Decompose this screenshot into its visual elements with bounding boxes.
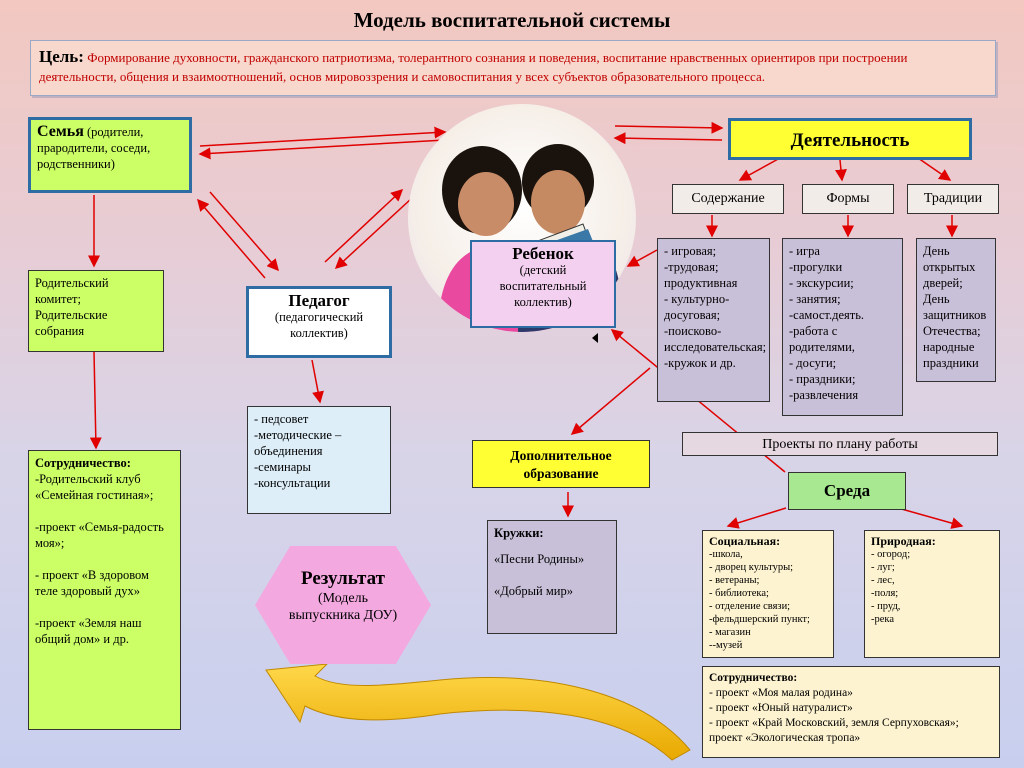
goal-box: Цель: Формирование духовности, гражданск… xyxy=(30,40,996,96)
natural-environment-box: Природная: - огород; - луг; - лес, -поля… xyxy=(864,530,1000,658)
result-heading: Результат xyxy=(301,568,385,589)
arrow-env-to-social xyxy=(726,507,787,529)
content-list-box: - игровая; -трудовая; продуктивная - кул… xyxy=(657,238,770,402)
teacher-forms-box: - педсовет -методические – объединения -… xyxy=(247,406,391,514)
forms-list-box: - игра -прогулки - экскурсии; - занятия;… xyxy=(782,238,903,416)
social-environment-box: Социальная: -школа, - дворец культуры; -… xyxy=(702,530,834,658)
clubs-list: «Песни Родины» «Добрый мир» xyxy=(494,552,585,598)
child-sub: (детский воспитательный коллектив) xyxy=(499,263,587,309)
arrow-activity-to-child xyxy=(613,132,723,145)
arrow-teacher-to-family xyxy=(197,198,266,279)
cooperation-environment-list: - проект «Моя малая родина» - проект «Юн… xyxy=(709,687,959,744)
arrow-activity-to-content xyxy=(738,157,781,181)
arrow-committee-to-cooperation xyxy=(89,351,102,450)
traditions-label-box: Традиции xyxy=(907,184,999,214)
arrow-env-to-natural xyxy=(897,507,964,529)
clubs-heading: Кружки: xyxy=(494,526,544,540)
page-title: Модель воспитательной системы xyxy=(353,8,671,32)
social-heading: Социальная: xyxy=(709,534,781,548)
content-label-box: Содержание xyxy=(672,184,784,214)
social-list: -школа, - дворец культуры; - ветераны; -… xyxy=(709,549,810,651)
teacher-sub: (педагогический коллектив) xyxy=(274,310,364,340)
family-text: (родители, прародители, соседи, родствен… xyxy=(37,125,151,171)
arrow-activity-to-forms xyxy=(834,159,847,182)
small-pointer-icon xyxy=(592,333,598,343)
big-return-arrow xyxy=(265,663,691,761)
goal-label: Цель: xyxy=(39,47,84,66)
arrow-child-to-activity xyxy=(614,121,724,134)
child-box: Ребенок (детский воспитательный коллекти… xyxy=(470,240,616,328)
teacher-heading: Педагог xyxy=(288,291,350,310)
teacher-box: Педагог (педагогический коллектив) xyxy=(246,286,392,358)
activity-box: Деятельность xyxy=(728,118,972,160)
traditions-list-box: День открытых дверей; День защитников От… xyxy=(916,238,996,382)
arrow-activity-to-extra xyxy=(570,367,651,435)
natural-heading: Природная: xyxy=(871,534,936,548)
arrow-child-to-family xyxy=(198,139,446,160)
cooperation-family-box: Сотрудничество: -Родительский клуб «Семе… xyxy=(28,450,181,730)
arrow-family-to-child xyxy=(199,126,447,147)
parent-committee-box: Родительский комитет; Родительские собра… xyxy=(28,270,164,352)
forms-label-box: Формы xyxy=(802,184,894,214)
result-sub: (Модель выпускника ДОУ) xyxy=(288,591,398,623)
family-box: Семья (родители, прародители, соседи, ро… xyxy=(28,117,192,193)
child-heading: Ребенок xyxy=(512,244,574,263)
result-hexagon: Результат (Модель выпускника ДОУ) xyxy=(255,546,431,664)
arrow-content-to-child xyxy=(626,249,658,267)
natural-list: - огород; - луг; - лес, -поля; - пруд, -… xyxy=(871,549,911,625)
cooperation-environment-box: Сотрудничество: - проект «Моя малая роди… xyxy=(702,666,1000,758)
arrow-activity-to-traditions xyxy=(917,157,952,181)
cooperation-family-list: -Родительский клуб «Семейная гостиная»; … xyxy=(35,472,164,646)
arrow-teacher-to-forms xyxy=(311,359,324,404)
arrow-teacher-to-child xyxy=(324,188,404,263)
arrow-family-to-teacher xyxy=(209,191,279,272)
projects-bar: Проекты по плану работы xyxy=(682,432,998,456)
family-heading: Семья xyxy=(37,123,84,140)
clubs-box: Кружки: «Песни Родины» «Добрый мир» xyxy=(487,520,617,634)
extra-education-box: Дополнительное образование xyxy=(472,440,650,488)
cooperation-environment-heading: Сотрудничество: xyxy=(709,672,798,684)
arrow-child-to-teacher xyxy=(334,197,413,270)
goal-text: Формирование духовности, гражданского па… xyxy=(39,50,908,84)
cooperation-family-heading: Сотрудничество: xyxy=(35,456,131,470)
environment-box: Среда xyxy=(788,472,906,510)
